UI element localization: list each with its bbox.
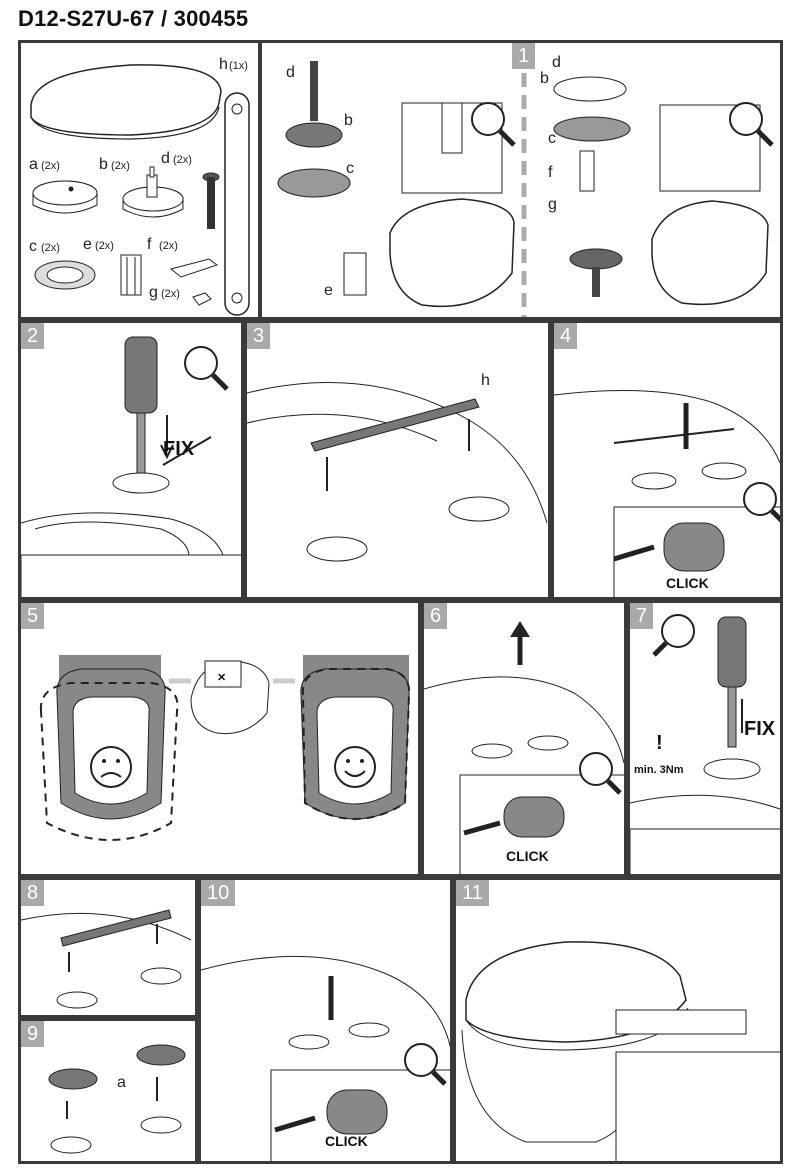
step-10-panel: 10 CLICK — [198, 877, 453, 1164]
step-7-illustration: FIX ! min. 3Nm — [630, 614, 780, 874]
step-9-illustration: a — [48, 1044, 186, 1154]
step-4-panel: 4 CLICK — [551, 320, 783, 600]
part-h-qty: (1x) — [229, 60, 248, 72]
part-c-letter: c — [29, 238, 37, 255]
step-2-illustration: FIX — [21, 336, 241, 597]
assembly-label-e: e — [324, 282, 333, 299]
part-c-qty: (2x) — [41, 242, 60, 254]
part-g-letter: g — [149, 284, 158, 301]
step-4-number: 4 — [554, 323, 578, 349]
part-h-letter: h — [219, 56, 228, 73]
parts-overview-panel: h (1x) a (2x) b (2x) d (2x) c (2x) e (2x… — [18, 40, 261, 320]
part-e-letter: e — [83, 236, 92, 253]
assembly-label-b: b — [344, 112, 353, 129]
step-7-torque-text: min. 3Nm — [634, 764, 684, 776]
step-3-number: 3 — [247, 323, 271, 349]
step-2-panel: 2 FIX — [18, 320, 244, 600]
assembly-label-c: c — [346, 160, 354, 177]
step-3-panel: 3 h — [244, 320, 551, 600]
step-9-panel: 9 a — [18, 1018, 198, 1164]
part-a-qty: (2x) — [41, 160, 60, 172]
step-4-illustration: CLICK — [554, 390, 780, 597]
part-b-letter: b — [99, 156, 108, 173]
svg-text:✕: ✕ — [217, 672, 226, 684]
step-11-illustration — [461, 941, 780, 1161]
part-f-letter: f — [147, 236, 152, 253]
step-7-panel: 7 FIX ! min. 3Nm — [627, 600, 783, 877]
step-9-label-a: a — [117, 1074, 126, 1091]
step-10-number: 10 — [201, 880, 236, 906]
document-title: D12-S27U-67 / 300455 — [18, 6, 249, 31]
step-7-exclaim: ! — [656, 732, 663, 754]
part-d-qty: (2x) — [173, 154, 192, 166]
step-6-number: 6 — [424, 603, 448, 629]
step-1-label-c: c — [548, 130, 556, 147]
step-9-number: 9 — [21, 1021, 45, 1047]
step-11-panel: 11 — [453, 877, 783, 1164]
step-10-click-text: CLICK — [325, 1133, 368, 1149]
step-2-fix-text: FIX — [163, 438, 195, 460]
step-1-number: 1 — [512, 43, 536, 69]
step-1-panel: 1 d b c e b d c f g — [259, 40, 783, 320]
step-10-illustration: CLICK — [201, 955, 450, 1161]
step-1-label-d: d — [552, 54, 561, 71]
step-8-number: 8 — [21, 880, 45, 906]
step-11-number: 11 — [456, 880, 489, 906]
step-6-illustration: CLICK — [424, 621, 624, 874]
step-8-panel: 8 — [18, 877, 198, 1018]
step-1-label-b: b — [540, 70, 549, 87]
step-2-number: 2 — [21, 323, 45, 349]
step-1-label-g: g — [548, 196, 557, 213]
step-7-fix-text: FIX — [744, 718, 776, 740]
step-6-click-text: CLICK — [506, 848, 549, 864]
part-b-qty: (2x) — [111, 160, 130, 172]
step-3-illustration: h — [247, 372, 548, 562]
step-5-number: 5 — [21, 603, 45, 629]
part-g-qty: (2x) — [161, 288, 180, 300]
part-e-qty: (2x) — [95, 240, 114, 252]
step-4-click-text: CLICK — [666, 575, 709, 591]
step-8-illustration — [21, 909, 192, 1009]
step-1-label-f: f — [548, 164, 553, 181]
step-5-illustration: ✕ — [39, 655, 411, 841]
step-5-panel: 5 ✕ — [18, 600, 421, 877]
part-f-qty: (2x) — [159, 240, 178, 252]
step-6-panel: 6 CLICK — [421, 600, 627, 877]
parts-illustration: h (1x) a (2x) b (2x) d (2x) c (2x) e (2x… — [29, 56, 250, 316]
part-a-letter: a — [29, 156, 38, 173]
part-d-letter: d — [161, 150, 170, 167]
assembly-label-d: d — [286, 64, 295, 81]
step-3-label-h: h — [481, 372, 490, 389]
step-7-number: 7 — [630, 603, 654, 629]
step-1-illustration: d b c e b d c f g — [277, 54, 774, 317]
